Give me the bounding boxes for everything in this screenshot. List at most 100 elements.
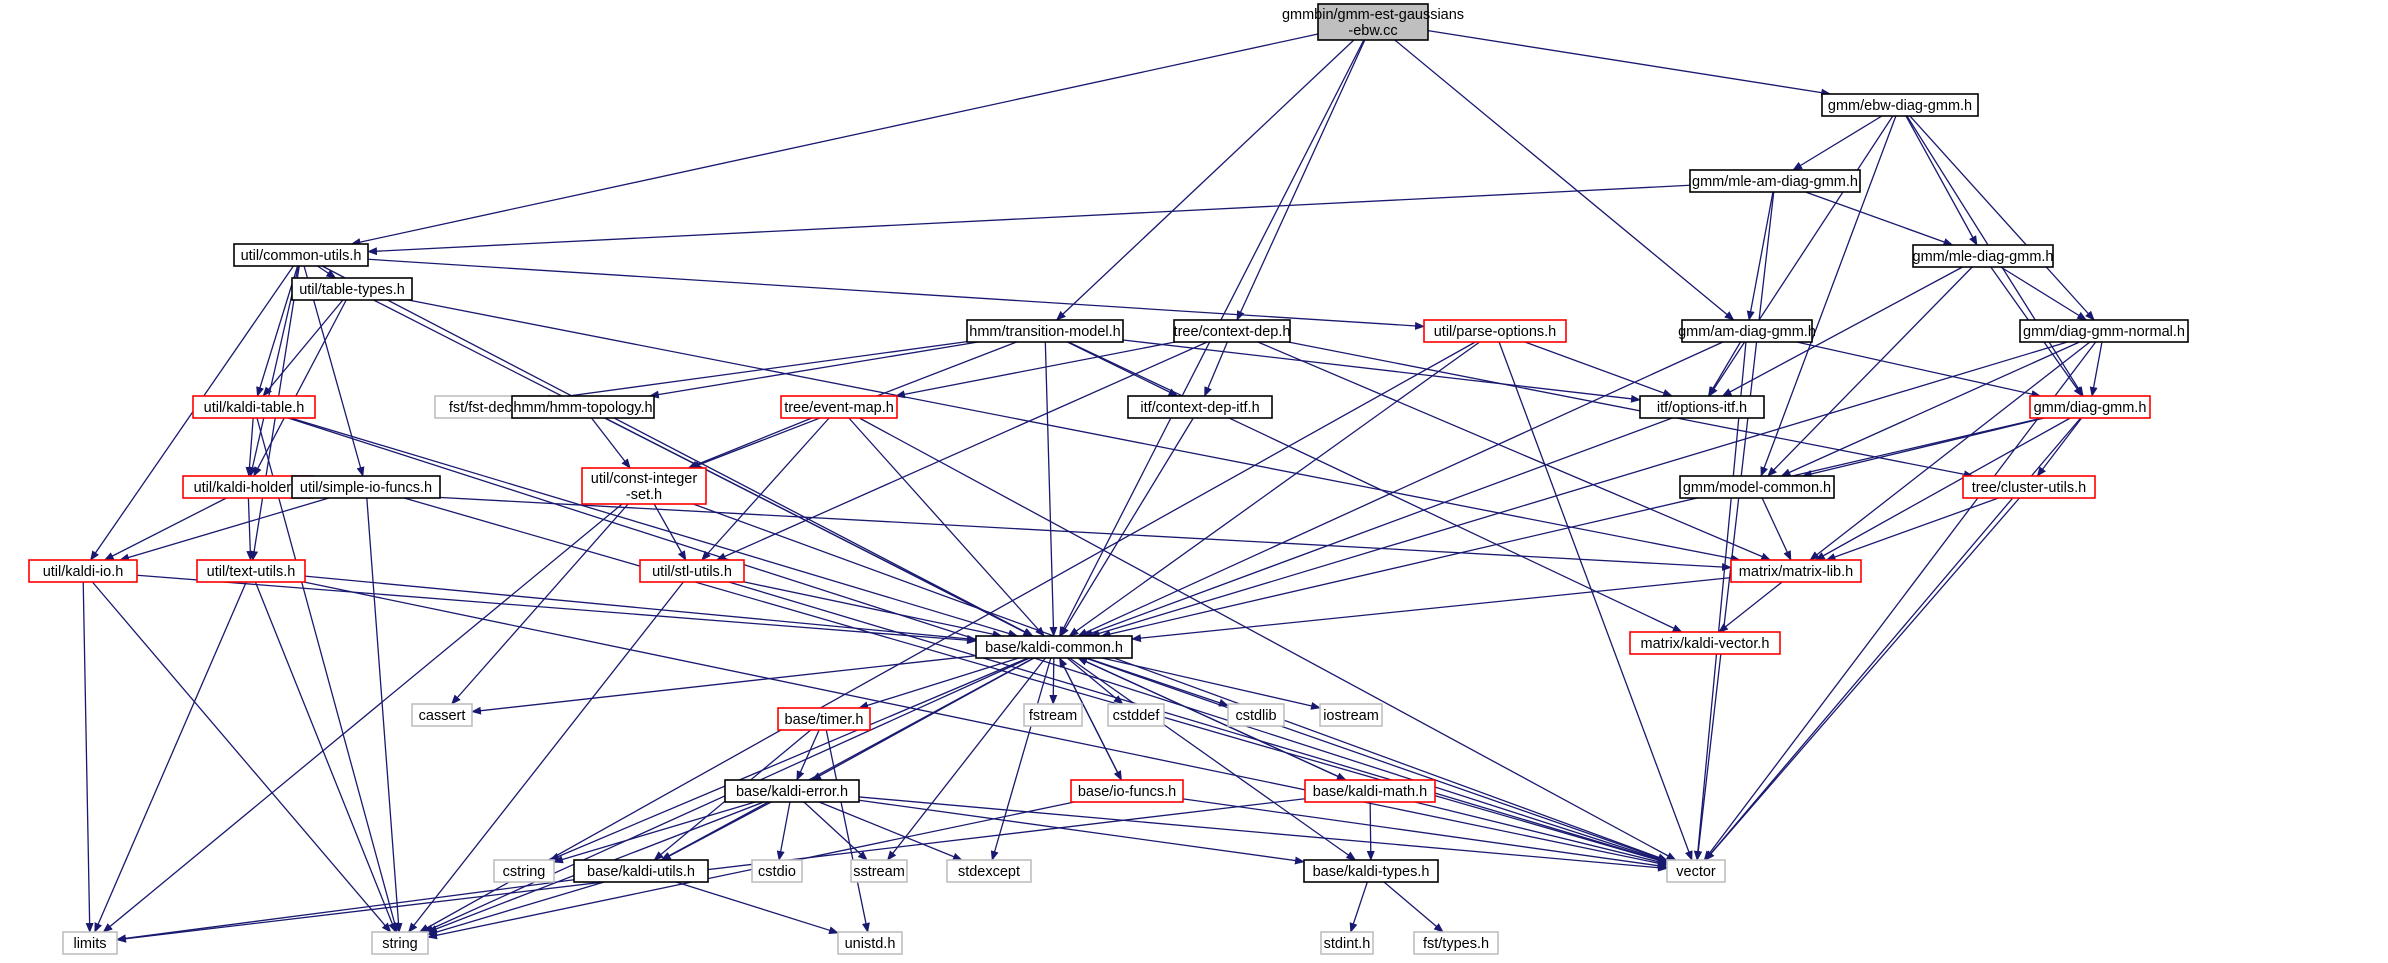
node-stdexcept[interactable]: stdexcept: [946, 859, 1032, 883]
node-box: [1173, 319, 1291, 343]
node-parseopts[interactable]: util/parse-options.h: [1423, 319, 1567, 343]
node-fsttypes[interactable]: fst/types.h: [1413, 931, 1499, 955]
edge-line: [1085, 657, 1668, 862]
node-textutils[interactable]: util/text-utils.h: [196, 559, 306, 583]
edge-diagnormal-to-kaldicommon: [1089, 341, 2068, 638]
node-tabletypes[interactable]: util/table-types.h: [291, 277, 413, 301]
node-kaldiholder[interactable]: util/kaldi-holder.h: [182, 475, 314, 499]
edges-layer: [82, 30, 2103, 943]
node-simpleio[interactable]: util/simple-io-funcs.h: [291, 475, 441, 499]
node-fstream[interactable]: fstream: [1023, 703, 1083, 727]
node-kaldicommon[interactable]: base/kaldi-common.h: [975, 635, 1133, 659]
node-ebw[interactable]: gmm/ebw-diag-gmm.h: [1821, 93, 1979, 117]
node-label: base/timer.h: [785, 712, 864, 728]
edge-line: [1796, 341, 2042, 398]
edge-mleam-to-mlediag: [1805, 191, 1954, 246]
edge-diaggmm-to-clusterutils: [2036, 417, 2083, 477]
node-cstring[interactable]: cstring: [493, 859, 555, 883]
node-matrixlib[interactable]: matrix/matrix-lib.h: [1730, 559, 1862, 583]
edge-line: [254, 581, 397, 933]
node-kaldimath[interactable]: base/kaldi-math.h: [1304, 779, 1436, 803]
node-label: cstdio: [758, 864, 796, 880]
edge-kaldimath-to-limits: [116, 798, 1306, 943]
node-label: hmm/hmm-topology.h: [513, 400, 652, 416]
edge-line: [317, 265, 337, 279]
node-box: [2019, 319, 2189, 343]
edge-root-to-amdiag: [1394, 39, 1735, 321]
node-iostream[interactable]: iostream: [1319, 703, 1383, 727]
node-hmmtopo[interactable]: hmm/hmm-topology.h: [511, 395, 655, 419]
edge-textutils-to-string: [254, 581, 397, 933]
node-kaldiutils[interactable]: base/kaldi-utils.h: [573, 859, 709, 883]
edge-eventmap-to-vector: [859, 417, 1677, 861]
node-unistd[interactable]: unistd.h: [837, 931, 903, 955]
node-box: [1319, 703, 1383, 727]
edge-line: [1077, 341, 1724, 637]
node-root[interactable]: gmmbin/gmm-est-gaussians-ebw.cc: [1282, 3, 1464, 41]
node-label: -ebw.cc: [1348, 23, 1397, 39]
node-box: [1730, 559, 1862, 583]
node-box: [291, 277, 413, 301]
node-box: [975, 635, 1133, 659]
edge-line: [246, 497, 255, 561]
edge-kaldicommon-to-kalditypes: [1069, 657, 1357, 861]
node-box: [1679, 475, 1835, 499]
node-label: unistd.h: [845, 936, 896, 952]
node-cstdlib[interactable]: cstdlib: [1227, 703, 1285, 727]
node-kaldiio[interactable]: util/kaldi-io.h: [28, 559, 138, 583]
node-ctxdepitf[interactable]: itf/context-dep-itf.h: [1127, 395, 1273, 419]
node-modelcommon[interactable]: gmm/model-common.h: [1679, 475, 1835, 499]
edge-line: [1703, 341, 2097, 861]
node-kalditable[interactable]: util/kaldi-table.h: [192, 395, 316, 419]
node-transmodel[interactable]: hmm/transition-model.h: [966, 319, 1124, 343]
node-timer[interactable]: base/timer.h: [777, 707, 871, 731]
edge-kaldiholder-to-textutils: [246, 497, 255, 561]
node-string[interactable]: string: [371, 931, 429, 955]
edge-line: [366, 497, 403, 933]
node-constint[interactable]: util/const-integer-set.h: [581, 467, 707, 505]
node-cstdio[interactable]: cstdio: [751, 859, 803, 883]
node-limits[interactable]: limits: [62, 931, 118, 955]
node-mleam[interactable]: gmm/mle-am-diag-gmm.h: [1689, 169, 1861, 193]
node-cstddef[interactable]: cstddef: [1107, 703, 1165, 727]
edge-line: [1086, 657, 1229, 707]
node-label: matrix/matrix-lib.h: [1739, 564, 1853, 580]
node-stlutils[interactable]: util/stl-utils.h: [639, 559, 745, 583]
edge-line: [743, 581, 1003, 639]
edge-line: [1100, 417, 2043, 638]
edge-line: [886, 657, 1046, 861]
node-label: util/text-utils.h: [207, 564, 296, 580]
edge-kaldiio-to-limits: [82, 581, 94, 933]
node-label: gmm/ebw-diag-gmm.h: [1828, 98, 1972, 114]
edge-line: [858, 799, 1305, 865]
node-iofuncs[interactable]: base/io-funcs.h: [1070, 779, 1184, 803]
node-vector[interactable]: vector: [1666, 859, 1726, 883]
edge-transmodel-to-kaldicommon: [1044, 341, 1058, 637]
edge-line: [818, 801, 963, 861]
node-diagnormal[interactable]: gmm/diag-gmm-normal.h: [2019, 319, 2189, 343]
node-optionsitf[interactable]: itf/options-itf.h: [1639, 395, 1765, 419]
edge-line: [1383, 881, 1444, 933]
node-kalditypes[interactable]: base/kaldi-types.h: [1303, 859, 1439, 883]
node-kaldierror[interactable]: base/kaldi-error.h: [724, 779, 860, 803]
edge-line: [776, 801, 791, 861]
node-mlediag[interactable]: gmm/mle-diag-gmm.h: [1912, 244, 2054, 268]
node-stdint[interactable]: stdint.h: [1320, 931, 1374, 955]
edge-ctxdepitf-to-kaldicommon: [1060, 417, 1194, 637]
edge-line: [1524, 341, 1673, 397]
edge-kaldicommon-to-kaldiutils: [660, 657, 1035, 861]
node-diaggmm[interactable]: gmm/diag-gmm.h: [2029, 395, 2151, 419]
node-contextdep[interactable]: tree/context-dep.h: [1173, 319, 1291, 343]
node-kaldivector[interactable]: matrix/kaldi-vector.h: [1629, 631, 1781, 655]
node-cassert[interactable]: cassert: [411, 703, 473, 727]
node-eventmap[interactable]: tree/event-map.h: [780, 395, 898, 419]
node-sstream[interactable]: sstream: [850, 859, 908, 883]
node-clusterutils[interactable]: tree/cluster-utils.h: [1962, 475, 2096, 499]
edge-clusterutils-to-vector: [1704, 497, 2020, 861]
edge-line: [91, 581, 392, 933]
node-commonutils[interactable]: util/common-utils.h: [233, 243, 369, 267]
edge-root-to-contextdep: [1236, 39, 1366, 321]
edge-stlutils-to-string: [408, 581, 684, 933]
node-label: itf/options-itf.h: [1657, 400, 1747, 416]
node-amdiag[interactable]: gmm/am-diag-gmm.h: [1678, 319, 1816, 343]
